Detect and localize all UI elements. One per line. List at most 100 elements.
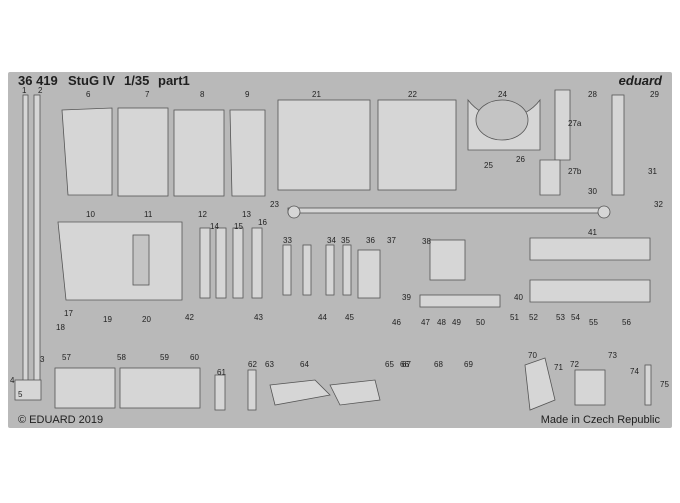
part-label-69: 69 bbox=[464, 360, 473, 369]
part-62 bbox=[247, 369, 257, 411]
part-label-37: 37 bbox=[387, 236, 396, 245]
part-label-40: 40 bbox=[514, 293, 523, 302]
part-label-5: 5 bbox=[18, 390, 23, 399]
part-label-8: 8 bbox=[200, 90, 205, 99]
part-label-74: 74 bbox=[630, 367, 639, 376]
part-label-7: 7 bbox=[145, 90, 150, 99]
part-label-15: 15 bbox=[234, 222, 243, 231]
part-15 bbox=[232, 227, 244, 299]
part-label-10: 10 bbox=[86, 210, 95, 219]
part-label-26: 26 bbox=[516, 155, 525, 164]
part-label-44: 44 bbox=[318, 313, 327, 322]
part-label-27a: 27a bbox=[568, 119, 582, 128]
part-label-29: 29 bbox=[650, 90, 659, 99]
part-label-4: 4 bbox=[10, 376, 15, 385]
part-label-47: 47 bbox=[421, 318, 430, 327]
part-label-33: 33 bbox=[283, 236, 292, 245]
part-75 bbox=[644, 364, 652, 406]
part-16 bbox=[251, 227, 263, 299]
part-label-66: 66 bbox=[400, 360, 409, 369]
part-24-hole bbox=[475, 99, 529, 141]
part-34 bbox=[325, 244, 335, 296]
part-label-23: 23 bbox=[270, 200, 279, 209]
part-38 bbox=[429, 239, 466, 281]
part-1-strip bbox=[22, 94, 29, 396]
part-7 bbox=[117, 107, 169, 197]
part-label-62: 62 bbox=[248, 360, 257, 369]
part-label-72: 72 bbox=[570, 360, 579, 369]
part-12 bbox=[199, 227, 211, 299]
part-label-55: 55 bbox=[589, 318, 598, 327]
part-label-59: 59 bbox=[160, 353, 169, 362]
part-label-52: 52 bbox=[529, 313, 538, 322]
part-58-60 bbox=[119, 367, 201, 409]
part-label-39: 39 bbox=[402, 293, 411, 302]
part-70 bbox=[524, 357, 556, 411]
part-label-67: 67 bbox=[402, 360, 411, 369]
part-23-eye-left bbox=[287, 205, 301, 219]
part-64b bbox=[329, 379, 381, 406]
part-label-49: 49 bbox=[452, 318, 461, 327]
part-33 bbox=[282, 244, 292, 296]
part-35 bbox=[342, 244, 352, 296]
part-23-eye-right bbox=[597, 205, 611, 219]
part-57 bbox=[54, 367, 116, 409]
part-39-40 bbox=[419, 294, 501, 308]
part-label-28: 28 bbox=[588, 90, 597, 99]
part-label-18: 18 bbox=[56, 323, 65, 332]
part-label-48: 48 bbox=[437, 318, 446, 327]
part-label-60: 60 bbox=[190, 353, 199, 362]
part-27a bbox=[554, 89, 571, 161]
part-label-34: 34 bbox=[327, 236, 336, 245]
part-label-54: 54 bbox=[571, 313, 580, 322]
part-10-slot bbox=[132, 234, 150, 286]
part-label-61: 61 bbox=[217, 368, 226, 377]
part-label-43: 43 bbox=[254, 313, 263, 322]
part-label-14: 14 bbox=[210, 222, 219, 231]
part-label-53: 53 bbox=[556, 313, 565, 322]
part-4 bbox=[14, 379, 42, 401]
part-label-63: 63 bbox=[265, 360, 274, 369]
part-label-24: 24 bbox=[498, 90, 507, 99]
part-8 bbox=[173, 109, 225, 197]
part-label-42: 42 bbox=[185, 313, 194, 322]
part-label-17: 17 bbox=[64, 309, 73, 318]
made-in-text: Made in Czech Republic bbox=[540, 414, 660, 426]
part-label-68: 68 bbox=[434, 360, 443, 369]
part-label-75: 75 bbox=[660, 380, 669, 389]
part-30 bbox=[611, 94, 625, 196]
part-2-strip bbox=[33, 94, 41, 396]
part-label-64: 64 bbox=[300, 360, 309, 369]
part-64a bbox=[269, 379, 331, 406]
part-label-65: 65 bbox=[385, 360, 394, 369]
part-23 bbox=[287, 207, 609, 214]
part-label-3: 3 bbox=[40, 355, 45, 364]
part-label-58: 58 bbox=[117, 353, 126, 362]
part-61 bbox=[214, 374, 226, 411]
part-label-56: 56 bbox=[622, 318, 631, 327]
brand-logo: eduard bbox=[618, 73, 662, 88]
part-label-31: 31 bbox=[648, 167, 657, 176]
part-6 bbox=[61, 107, 113, 196]
part-41-lower bbox=[529, 279, 651, 303]
copyright-text: © EDUARD 2019 bbox=[18, 414, 104, 426]
part-10-11 bbox=[57, 221, 183, 301]
part-label-9: 9 bbox=[245, 90, 250, 99]
part-label-13: 13 bbox=[242, 210, 251, 219]
part-label-30: 30 bbox=[588, 187, 597, 196]
part-label: part1 bbox=[158, 73, 190, 88]
part-label-57: 57 bbox=[62, 353, 71, 362]
part-label-38: 38 bbox=[422, 237, 431, 246]
part-label-50: 50 bbox=[476, 318, 485, 327]
part-label-12: 12 bbox=[198, 210, 207, 219]
part-label-70: 70 bbox=[528, 351, 537, 360]
part-22 bbox=[377, 99, 457, 191]
part-36 bbox=[357, 249, 381, 299]
part-label-35: 35 bbox=[341, 236, 350, 245]
part-label-45: 45 bbox=[345, 313, 354, 322]
part-label-20: 20 bbox=[142, 315, 151, 324]
part-label-1: 1 bbox=[22, 86, 27, 95]
part-label-41: 41 bbox=[588, 228, 597, 237]
part-label-22: 22 bbox=[408, 90, 417, 99]
